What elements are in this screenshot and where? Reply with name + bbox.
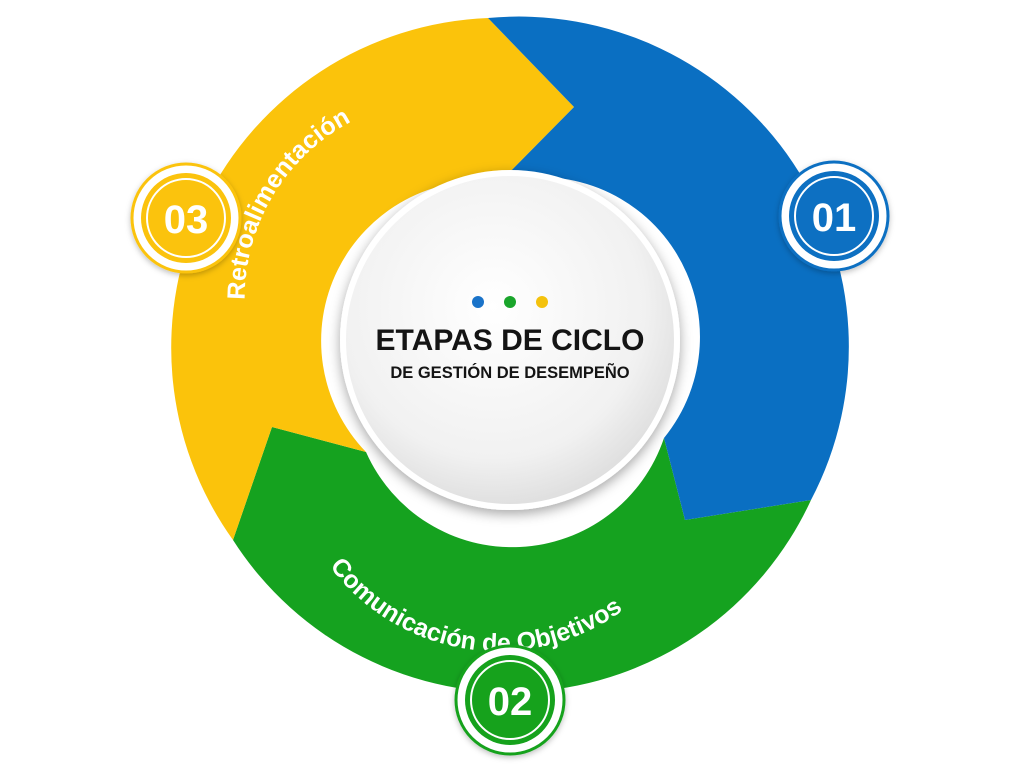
center-subtitle: DE GESTIÓN DE DESEMPEÑO: [390, 362, 629, 382]
segment-blue: [488, 16, 849, 520]
segment-green: [233, 427, 811, 693]
badge-01-inner: [789, 171, 879, 261]
green-dot-icon: [504, 296, 516, 308]
badge-02-ring: [470, 660, 550, 740]
badge-02-number: 02: [488, 680, 533, 724]
badge-01-number: 01: [812, 196, 857, 240]
center-circle: [340, 170, 680, 510]
badge-01: 01: [778, 160, 890, 272]
badge-03-ring: [146, 178, 226, 258]
center-title: ETAPAS DE CICLO: [376, 324, 645, 357]
badge-02-inner: [465, 655, 555, 745]
badge-03-inner: [141, 173, 231, 263]
yellow-dot-icon: [536, 296, 548, 308]
blue-dot-icon: [472, 296, 484, 308]
badge-03-number: 03: [164, 198, 209, 242]
badge-02: 02: [454, 644, 566, 756]
segment-yellow: [171, 18, 574, 540]
badge-01-ring: [794, 176, 874, 256]
badge-03: 03: [130, 162, 242, 274]
